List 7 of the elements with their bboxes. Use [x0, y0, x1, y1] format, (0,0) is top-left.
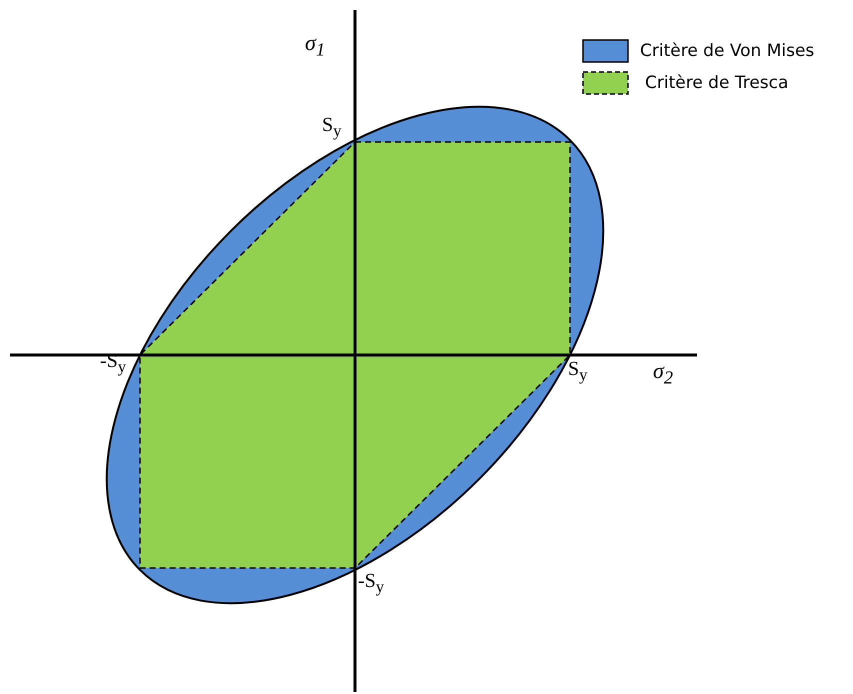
yield-stress-label: S$_{y}$ — [322, 114, 342, 141]
yield-stress-label: -S$_{y}$ — [358, 570, 384, 597]
axis-label: σ$_{1}$ — [305, 30, 326, 60]
legend-label: Critère de Tresca — [645, 73, 788, 93]
axis-label: σ$_{2}$ — [653, 358, 674, 388]
yield-stress-label: S$_{y}$ — [568, 358, 588, 385]
legend-label: Critère de Von Mises — [640, 41, 814, 61]
